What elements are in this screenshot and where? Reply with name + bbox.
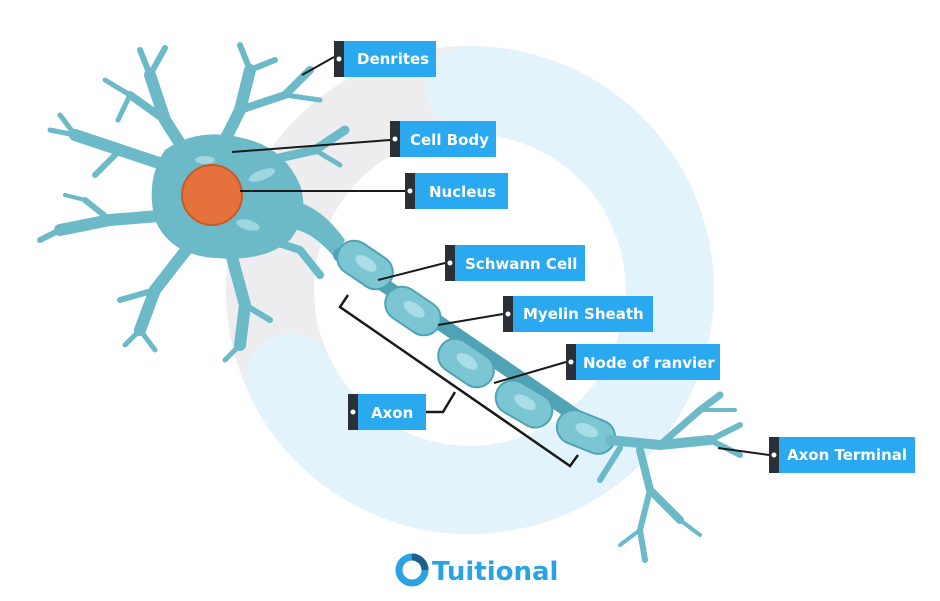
myelin-segment <box>437 337 495 389</box>
tuitional-logo-icon <box>395 553 429 587</box>
brand-logo: Tuitional <box>395 553 558 587</box>
brand-name: Tuitional <box>432 557 558 587</box>
myelin-segment <box>336 239 394 291</box>
leader-lines <box>231 56 770 456</box>
svg-text:Axon Terminal: Axon Terminal <box>787 446 907 464</box>
label-dendrites: Denrites <box>334 41 436 77</box>
svg-text:Denrites: Denrites <box>357 50 429 68</box>
svg-text:Cell Body: Cell Body <box>410 131 489 149</box>
myelin-segment <box>555 409 617 455</box>
label-schwann-cell: Schwann Cell <box>445 245 585 281</box>
svg-text:Axon: Axon <box>371 404 413 422</box>
myelin-segments <box>336 239 617 455</box>
label-myelin-sheath: Myelin Sheath <box>503 296 653 332</box>
myelin-segment <box>494 379 554 429</box>
label-axon: Axon <box>348 394 426 430</box>
svg-text:Schwann Cell: Schwann Cell <box>465 255 577 273</box>
axon-bracket <box>338 294 580 468</box>
svg-text:Myelin Sheath: Myelin Sheath <box>523 305 644 323</box>
label-axon-terminal: Axon Terminal <box>769 437 915 473</box>
myelin-segment <box>384 285 442 337</box>
nucleus <box>181 164 243 226</box>
label-cell-body: Cell Body <box>390 121 496 157</box>
svg-text:Nucleus: Nucleus <box>429 183 496 201</box>
background-ring <box>226 46 714 534</box>
svg-text:Node of ranvier: Node of ranvier <box>583 354 715 372</box>
label-node-of-ranvier: Node of ranvier <box>566 344 720 380</box>
label-nucleus: Nucleus <box>405 173 508 209</box>
axon-terminal <box>597 391 743 563</box>
